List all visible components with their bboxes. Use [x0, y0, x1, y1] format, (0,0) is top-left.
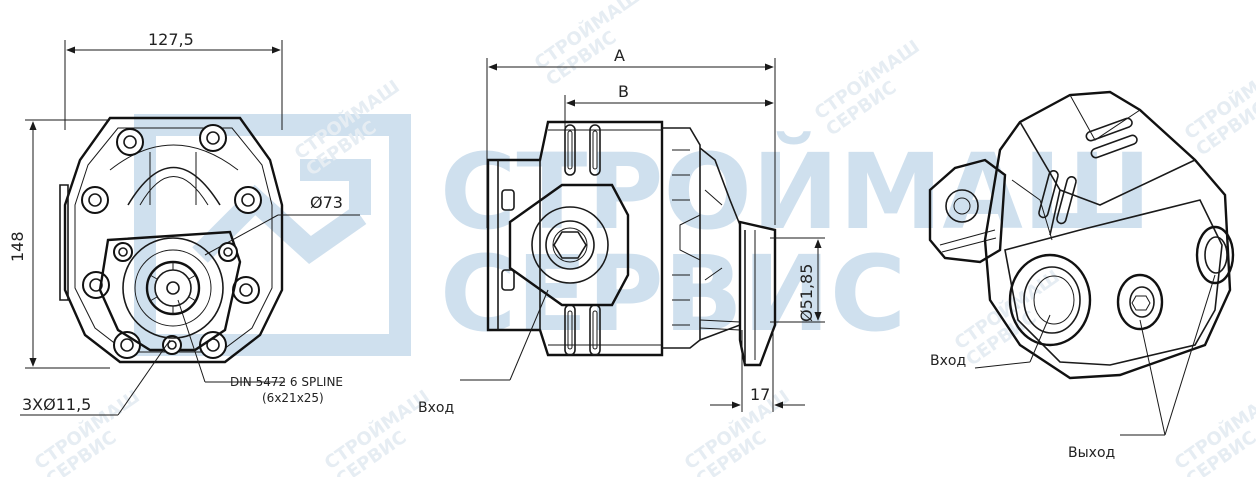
shaft-length-dimension: 17 — [750, 385, 770, 404]
front-view: 127,5 148 — [8, 30, 360, 416]
inlet-port — [508, 183, 630, 307]
inlet-label-side: Вход — [418, 400, 454, 416]
ventilation-slot — [564, 124, 576, 176]
watermark-tile: СТРОЙМАШ СЕРВИС — [530, 0, 643, 90]
watermark-tile: СТРОЙМАШ СЕРВИС — [680, 385, 793, 477]
bolt-hole — [81, 186, 109, 214]
ventilation-slot — [1038, 169, 1059, 219]
watermark-tile: СТРОЙМАШ СЕРВИС — [1180, 55, 1256, 160]
ventilation-slot — [1085, 117, 1133, 142]
width-dimension: 127,5 — [148, 30, 194, 49]
side-view: A B — [418, 46, 825, 416]
ventilation-slot — [1056, 175, 1077, 225]
outlet-port-iso — [1195, 225, 1235, 285]
bolt-hole — [234, 186, 262, 214]
dimension-a: A — [614, 46, 625, 65]
flange-hole — [162, 335, 182, 355]
watermark: СТРОЙМАШ СЕРВИС СТРОЙМАШ СЕРВИС СТРОЙМАШ… — [30, 0, 1256, 477]
bolt-hole — [116, 128, 144, 156]
watermark-tile: СТРОЙМАШ СЕРВИС — [810, 35, 923, 140]
flange-hole — [113, 242, 133, 262]
bolt-hole — [82, 271, 110, 299]
mounting-holes-dimension: 3XØ11,5 — [22, 395, 91, 414]
outlet-label-iso: Выход — [1068, 445, 1115, 461]
flange-hole — [218, 242, 238, 262]
outlet-port-iso — [1116, 273, 1164, 331]
ventilation-slot — [589, 124, 601, 176]
bolt-hole — [232, 276, 260, 304]
isometric-view: Вход Выход — [928, 90, 1235, 461]
shaft-spline — [122, 237, 224, 339]
bore-diameter-dimension: Ø73 — [310, 193, 343, 212]
ventilation-slot — [1090, 134, 1138, 159]
watermark-tile: СТРОЙМАШ СЕРВИС — [1170, 385, 1256, 477]
spline-spec-line-2: (6x21x25) — [262, 391, 324, 405]
watermark-line-2: СЕРВИС — [440, 233, 906, 355]
inlet-label-iso: Вход — [930, 353, 966, 369]
dimension-b: B — [618, 82, 629, 101]
spline-spec-line-1: DIN 5472 6 SPLINE — [230, 375, 343, 389]
inlet-port-iso — [1008, 253, 1092, 347]
flange-diameter-dimension: Ø51,85 — [797, 264, 816, 322]
height-dimension: 148 — [8, 231, 27, 262]
bolt-hole — [199, 124, 227, 152]
